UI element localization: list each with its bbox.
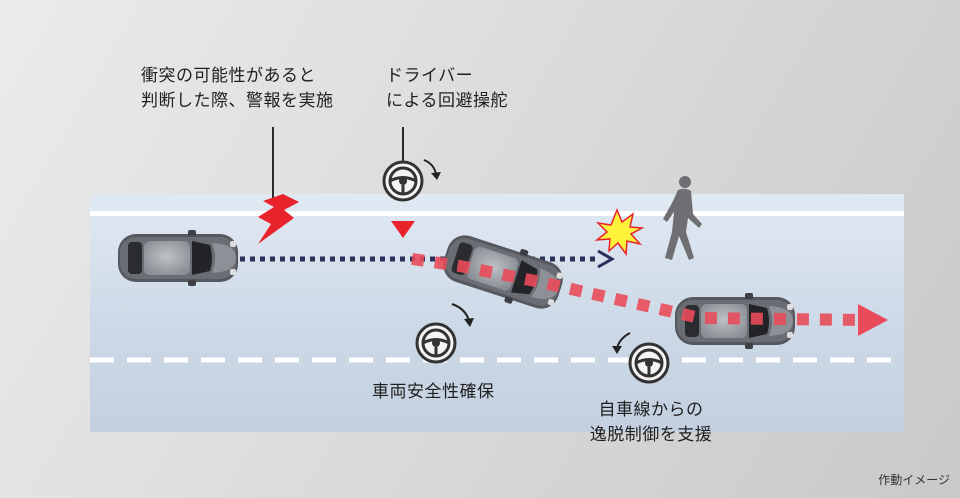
steering-wheel-icon	[415, 322, 457, 364]
rotation-arrow-icon	[423, 159, 437, 175]
pedestrian-icon	[663, 176, 702, 260]
lightning-bolt-icon	[258, 194, 299, 244]
lane-departure-line1: 自車線からの	[598, 400, 704, 420]
avoidance-path-line	[411, 253, 861, 326]
car-icon	[437, 226, 569, 318]
lane-departure-annotation: 自車線からの 逸脱制御を支援	[566, 398, 736, 448]
rotation-arrow-head-icon	[431, 172, 441, 180]
operation-image-caption: 作動イメージ	[878, 473, 950, 487]
driver-steering-annotation: ドライバー による回避操舵	[386, 64, 508, 114]
triangle-marker-icon	[391, 221, 415, 238]
warning-annotation-line1: 衝突の可能性があると	[141, 66, 316, 86]
driver-steering-line1: ドライバー	[386, 66, 474, 86]
rotation-arrow-head-icon	[612, 346, 622, 354]
rotation-arrow-icon	[451, 303, 470, 322]
rotation-arrow-icon	[616, 332, 631, 349]
avoidance-path-arrowhead	[858, 304, 888, 336]
stability-annotation: 車両安全性確保	[372, 382, 495, 402]
driver-steering-line2: による回避操舵	[386, 91, 508, 111]
straight-path-arrowhead	[597, 249, 616, 269]
steering-wheel-icon	[628, 342, 670, 384]
lane-departure-line2: 逸脱制御を支援	[589, 425, 713, 445]
warning-annotation-line2: 判断した際、警報を実施	[141, 91, 334, 111]
car-icon	[118, 230, 238, 286]
lane-line-solid	[90, 211, 904, 216]
rotation-arrow-head-icon	[464, 318, 474, 327]
collision-burst-icon	[594, 208, 645, 257]
steering-wheel-icon	[382, 160, 424, 202]
warning-annotation: 衝突の可能性があると 判断した際、警報を実施	[141, 64, 334, 114]
